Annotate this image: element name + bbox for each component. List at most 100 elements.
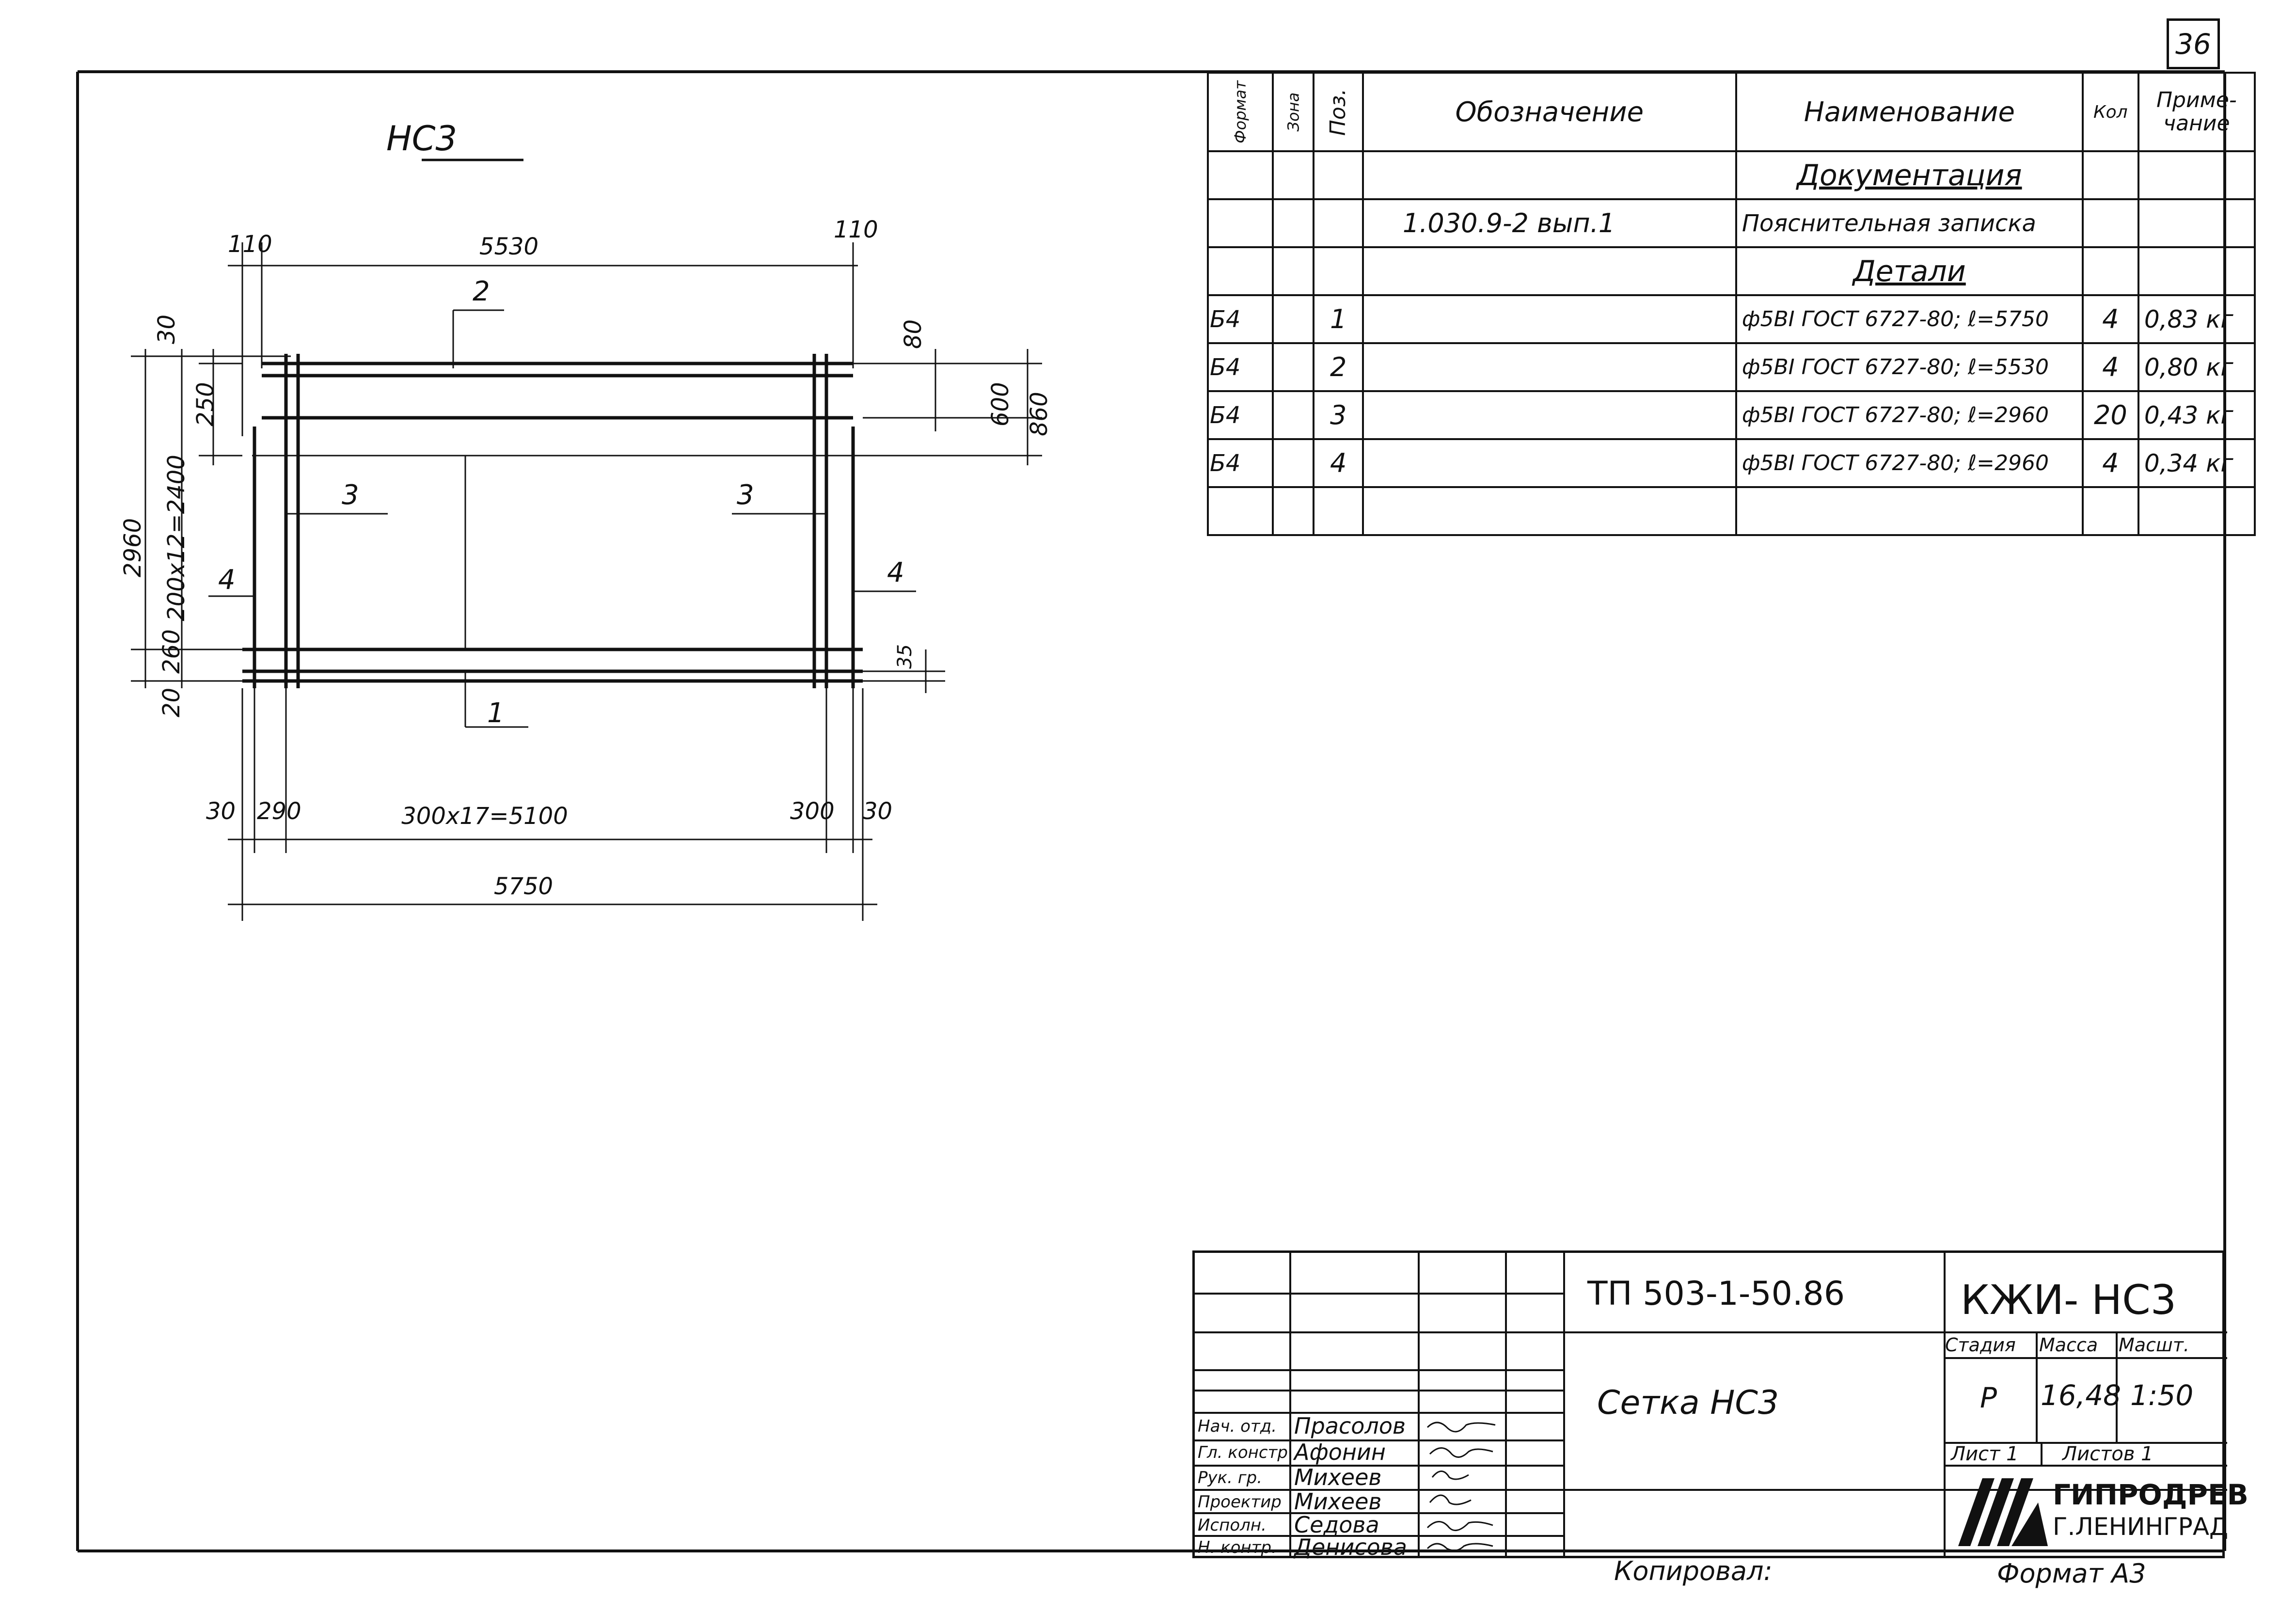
sheets-label: Листов 1 [2062, 1443, 2153, 1465]
callout-pos-4-right: 4 [887, 557, 904, 588]
spec-section-parts: Детали [1735, 246, 2084, 296]
dim-left-250: 250 [192, 382, 219, 427]
staff-name: Седова [1294, 1512, 1379, 1538]
staff-role: Проектир [1198, 1492, 1282, 1512]
mass-value: 16,48 [2041, 1379, 2122, 1412]
spec-row-name: ф5ВI ГОСТ 6727-80; ℓ=5750 [1735, 294, 2084, 344]
callout-pos-4-left: 4 [218, 564, 236, 596]
spec-header-designation: Обозначение [1362, 72, 1737, 152]
staff-role: Гл. констр [1198, 1443, 1288, 1462]
sheet-frame [76, 70, 2226, 1552]
spec-row-note: 0,34 кг [2137, 438, 2256, 488]
dim-left-200x12: 200х12=2400 [163, 455, 190, 621]
callout-pos-2: 2 [473, 276, 490, 307]
spec-header-qty: Кол [2081, 72, 2139, 152]
dim-top-span: 5530 [479, 233, 538, 260]
dim-left-260: 260 [158, 629, 185, 674]
dimension-lines [131, 242, 1042, 921]
staff-name: Михеев [1294, 1488, 1382, 1515]
spec-header-note: Приме-чание [2137, 72, 2256, 152]
spec-section-parts-row: Детали [1207, 246, 2256, 296]
organization-name: ГИПРОДРЕВ [2053, 1478, 2248, 1511]
mesh-transverse-bars [253, 354, 855, 688]
dim-bottom-290: 290 [257, 798, 301, 825]
drawing-name: Сетка НС3 [1597, 1384, 1779, 1422]
signature-marks [1426, 1422, 1496, 1551]
spec-doc-name: Пояснительная записка [1735, 198, 2084, 248]
copied-by-label: Копировал: [1614, 1556, 1773, 1586]
dim-left-30: 30 [153, 315, 180, 344]
spec-row-name: ф5ВI ГОСТ 6727-80; ℓ=2960 [1735, 390, 2084, 440]
dim-left-2960: 2960 [119, 518, 146, 577]
dim-right-35: 35 [894, 644, 916, 669]
spec-doc-row: 1.030.9-2 вып.1 Пояснительная записка [1207, 198, 2256, 248]
spec-row-format: Б4 [1207, 342, 1274, 392]
spec-row-format: Б4 [1207, 438, 1274, 488]
sheet-number: 36 [2167, 18, 2220, 69]
drawing-title: НС3 [386, 119, 457, 158]
project-code: ТП 503-1-50.86 [1587, 1275, 1845, 1313]
spec-row-qty: 20 [2081, 390, 2139, 440]
spec-row-name: ф5ВI ГОСТ 6727-80; ℓ=2960 [1735, 438, 2084, 488]
spec-doc-designation: 1.030.9-2 вып.1 [1362, 198, 1737, 248]
stage-value: Р [1980, 1381, 1997, 1414]
callout-pos-3-right: 3 [737, 479, 754, 511]
scale-label: Масшт. [2119, 1334, 2189, 1356]
staff-role: Рук. гр. [1198, 1468, 1263, 1487]
dim-bottom-30a: 30 [206, 798, 236, 825]
staff-name: Денисова [1294, 1534, 1407, 1560]
spec-empty-row [1207, 486, 2256, 536]
spec-row: Б4 2 ф5ВI ГОСТ 6727-80; ℓ=5530 4 0,80 кг [1207, 342, 2256, 392]
spec-row-note: 0,43 кг [2137, 390, 2256, 440]
organization-logo-icon [1958, 1478, 2048, 1546]
spec-row-qty: 4 [2081, 342, 2139, 392]
callout-pos-1: 1 [487, 697, 505, 729]
spec-row-pos: 1 [1313, 294, 1364, 344]
organization-city: Г.ЛЕНИНГРАД [2053, 1513, 2229, 1541]
spec-header-format: Формат [1207, 72, 1274, 152]
spec-section-docs-row: Документация [1207, 150, 2256, 200]
dim-bottom-300: 300 [790, 798, 835, 825]
spec-row-format: Б4 [1207, 294, 1274, 344]
spec-header-zone: Зона [1271, 72, 1315, 152]
spec-row-note: 0,80 кг [2137, 342, 2256, 392]
dim-right-600: 600 [987, 382, 1014, 427]
dim-bottom-30b: 30 [863, 798, 892, 825]
staff-role: Исполн. [1198, 1516, 1267, 1535]
spec-row-name: ф5ВI ГОСТ 6727-80; ℓ=5530 [1735, 342, 2084, 392]
dim-top-left: 110 [228, 231, 272, 258]
mesh-longitudinal-bars [242, 362, 863, 683]
drawing-code: КЖИ- НС3 [1961, 1276, 2177, 1324]
spec-header-name: Наименование [1735, 72, 2084, 152]
spec-row-format: Б4 [1207, 390, 1274, 440]
stage-label: Стадия [1945, 1334, 2016, 1356]
scale-value: 1:50 [2130, 1379, 2194, 1412]
spec-header-row: Формат Зона Поз. Обозначение Наименовани… [1207, 72, 2256, 152]
spec-row: Б4 1 ф5ВI ГОСТ 6727-80; ℓ=5750 4 0,83 кг [1207, 294, 2256, 344]
staff-role: Н. контр. [1198, 1538, 1277, 1557]
dim-right-860: 860 [1026, 392, 1053, 436]
spec-row-pos: 4 [1313, 438, 1364, 488]
format-label: Формат А3 [1997, 1558, 2146, 1589]
spec-row-qty: 4 [2081, 438, 2139, 488]
spec-row-pos: 3 [1313, 390, 1364, 440]
dim-right-80: 80 [900, 319, 927, 349]
sheet-label: Лист 1 [1951, 1443, 2019, 1465]
callout-pos-3-left: 3 [342, 479, 359, 511]
specification-table: Формат Зона Поз. Обозначение Наименовани… [1207, 72, 2256, 536]
staff-role: Нач. отд. [1198, 1417, 1277, 1436]
dim-left-20: 20 [158, 688, 185, 717]
spec-row: Б4 4 ф5ВI ГОСТ 6727-80; ℓ=2960 4 0,34 кг [1207, 438, 2256, 488]
spec-header-pos: Поз. [1313, 72, 1364, 152]
staff-name: Михеев [1294, 1464, 1382, 1490]
dim-top-right: 110 [834, 216, 878, 243]
mass-label: Масса [2039, 1334, 2098, 1356]
spec-row-note: 0,83 кг [2137, 294, 2256, 344]
title-block: Нач. отд. Прасолов Гл. констр Афонин Рук… [1192, 1250, 2248, 1560]
dim-bottom-300x17: 300х17=5100 [401, 803, 568, 830]
spec-row-qty: 4 [2081, 294, 2139, 344]
spec-row-pos: 2 [1313, 342, 1364, 392]
staff-name: Прасолов [1294, 1413, 1406, 1439]
spec-row: Б4 3 ф5ВI ГОСТ 6727-80; ℓ=2960 20 0,43 к… [1207, 390, 2256, 440]
